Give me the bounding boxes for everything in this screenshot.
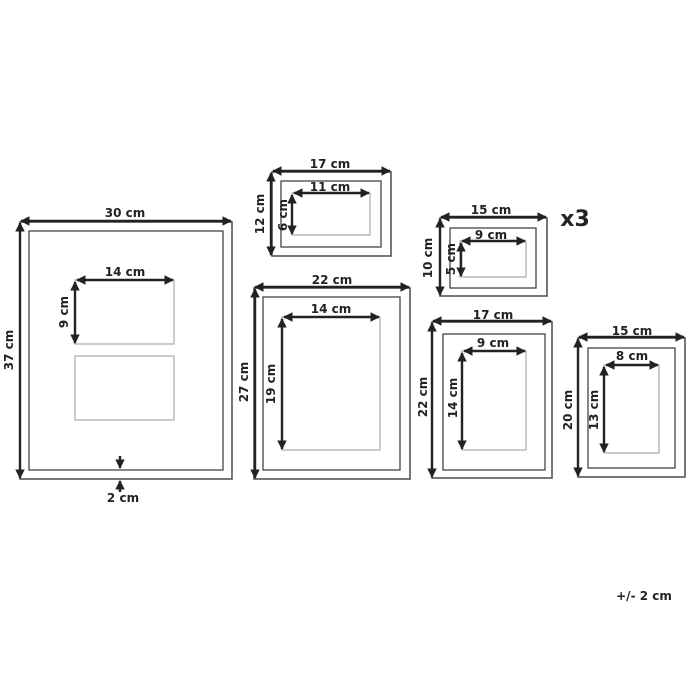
- photo-window: [459, 240, 527, 278]
- window-width-label: 11 cm: [310, 180, 351, 194]
- window-height-label: 9 cm: [57, 296, 71, 328]
- picture-frame: 15 cm 10 cm 9 cm 5 cm: [421, 203, 548, 297]
- photo-window: [74, 355, 175, 421]
- picture-frame: 15 cm 20 cm 8 cm 13 cm: [561, 324, 686, 478]
- picture-frame: 17 cm 22 cm 9 cm 14 cm: [416, 308, 553, 479]
- width-label: 22 cm: [312, 273, 353, 287]
- picture-frame: 17 cm 12 cm 11 cm 6 cm: [253, 157, 392, 257]
- width-label: 30 cm: [105, 206, 146, 220]
- window-width-label: 9 cm: [475, 228, 507, 242]
- tolerance-label: +/- 2 cm: [616, 589, 672, 603]
- border-label: 2 cm: [107, 491, 139, 505]
- window-height-label: 5 cm: [444, 243, 458, 275]
- height-label: 10 cm: [421, 238, 435, 279]
- width-label: 15 cm: [612, 324, 653, 338]
- quantity-label: x3: [560, 207, 590, 232]
- photo-window: [291, 192, 371, 236]
- picture-frame: 30 cm 37 cm 14 cm 9 cm: [2, 206, 233, 480]
- frame-inner-edge: [28, 230, 224, 471]
- window-height-label: 14 cm: [446, 378, 460, 419]
- height-label: 22 cm: [416, 377, 430, 418]
- window-width-label: 14 cm: [311, 302, 352, 316]
- height-label: 20 cm: [561, 390, 575, 431]
- width-label: 17 cm: [473, 308, 514, 322]
- window-height-label: 13 cm: [587, 390, 601, 431]
- window-height-label: 6 cm: [276, 199, 290, 231]
- photo-window: [603, 364, 660, 454]
- photo-window: [461, 350, 527, 451]
- photo-window: [74, 279, 175, 345]
- picture-frame: 22 cm 27 cm 14 cm 19 cm: [237, 273, 411, 480]
- window-width-label: 8 cm: [616, 349, 648, 363]
- height-label: 37 cm: [2, 330, 16, 371]
- width-label: 17 cm: [310, 157, 351, 171]
- photo-window: [281, 316, 381, 451]
- height-label: 27 cm: [237, 362, 251, 403]
- border-thickness-indicator: 2 cm: [107, 456, 139, 505]
- window-width-label: 9 cm: [477, 336, 509, 350]
- width-label: 15 cm: [471, 203, 512, 217]
- window-height-label: 19 cm: [264, 364, 278, 405]
- window-width-label: 14 cm: [105, 265, 146, 279]
- height-label: 12 cm: [253, 194, 267, 235]
